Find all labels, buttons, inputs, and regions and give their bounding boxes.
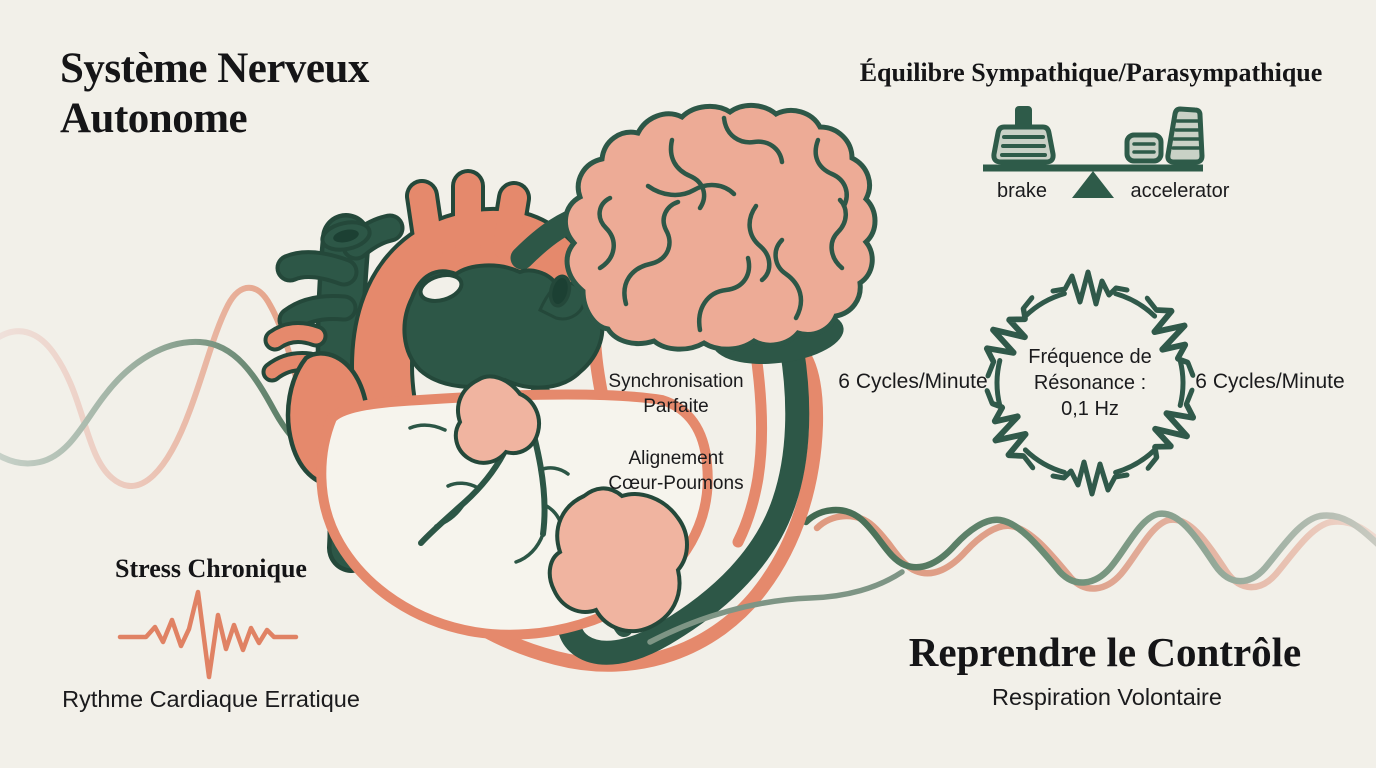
sage-fork: [647, 569, 905, 645]
cycles-label-right: 6 Cycles/Minute: [1195, 370, 1345, 393]
page-title-line1: Système Nerveux: [60, 45, 369, 92]
brain-gyri: [597, 115, 849, 333]
resonance-caption-line2: Résonance :: [1033, 372, 1147, 394]
balance-icon: [983, 106, 1205, 198]
resonance-caption-line1: Fréquence de: [1028, 346, 1152, 368]
synchronisation-caption: Synchronisation Parfaite: [608, 369, 743, 419]
page-title-line2: Autonome: [60, 95, 248, 143]
synchronisation-line2: Parfaite: [643, 396, 709, 417]
alignement-caption: Alignement Cœur-Poumons: [608, 446, 743, 496]
resonance-caption-line3: 0,1 Hz: [1061, 398, 1119, 420]
balance-heading: Équilibre Sympathique/Parasympathique: [859, 58, 1323, 87]
brain-illustration: [563, 103, 878, 364]
control-heading: Reprendre le Contrôle: [908, 629, 1302, 675]
stress-caption: Rythme Cardiaque Erratique: [62, 686, 360, 712]
heart-illustration: [261, 169, 713, 640]
balance-fulcrum-icon: [1072, 171, 1114, 198]
alignement-line2: Cœur-Poumons: [608, 473, 744, 494]
accelerator-label: accelerator: [1130, 180, 1230, 202]
synchronisation-line1: Synchronisation: [608, 371, 744, 392]
ecg-erratic-icon: [117, 589, 299, 680]
green-brainstem-loop: [557, 338, 810, 665]
brake-label: brake: [996, 180, 1048, 202]
salmon-strand-left-of-stem: [732, 342, 768, 548]
resonance-ring-icon: [972, 272, 1209, 494]
brain-outline: [563, 103, 878, 352]
page-title: Système Nerveux Autonome: [60, 44, 369, 145]
resonance-caption: Fréquence de Résonance : 0,1 Hz: [1028, 344, 1151, 422]
accelerator-pedal-icon: [1124, 106, 1205, 165]
heartbeat-burst-bottom: [1053, 462, 1127, 494]
alignement-line1: Alignement: [628, 448, 724, 469]
control-caption: Respiration Volontaire: [992, 684, 1222, 710]
coherence-waves-right: [802, 506, 1376, 592]
stress-heading: Stress Chronique: [115, 554, 307, 583]
brake-pedal-icon: [991, 106, 1056, 165]
heartbeat-burst-top: [1053, 272, 1127, 304]
cycles-label-left: 6 Cycles/Minute: [838, 370, 988, 393]
